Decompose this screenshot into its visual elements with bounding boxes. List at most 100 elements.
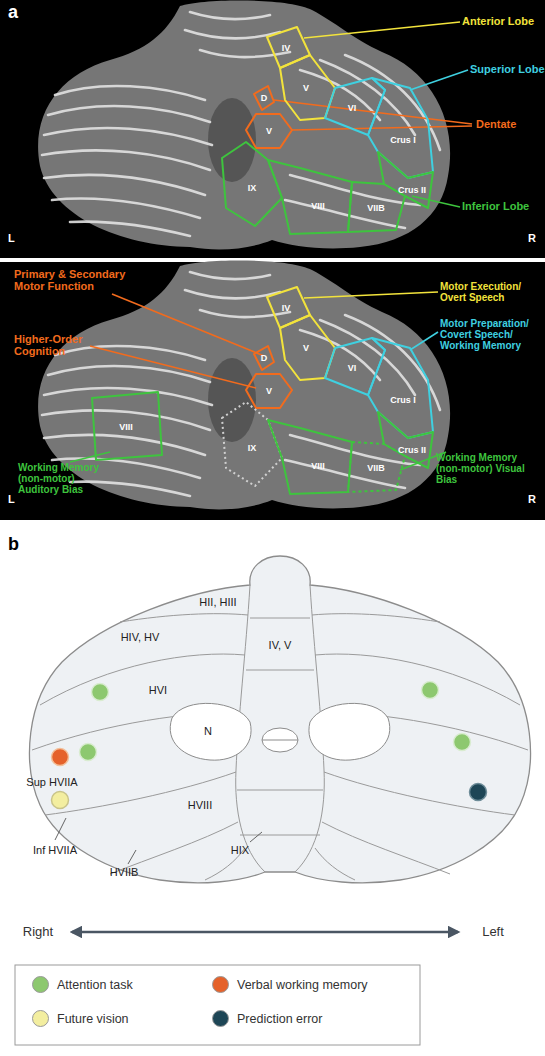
leader-line [55, 818, 66, 840]
callout-label: Working Memory (non-motor) Auditory Bias [18, 462, 110, 496]
lobule-name: V [303, 84, 309, 93]
region-outline [325, 78, 385, 135]
lobule-region: V [244, 112, 294, 150]
lobule-name: Crus I [390, 136, 416, 145]
callout-label: Motor Execution/ Overt Speech [440, 281, 544, 303]
activation-dot [92, 684, 109, 701]
lobule-name: IX [248, 184, 257, 193]
activation-dot [52, 749, 69, 766]
lobule-name: IV [282, 44, 291, 53]
lobule-name: Crus I [390, 396, 416, 405]
lobule-label: HIV, HV [121, 631, 160, 643]
legend-swatch [212, 976, 229, 993]
region-outline-svg [366, 76, 435, 180]
cerebellum-outline [30, 556, 531, 883]
fissure [312, 614, 440, 622]
region-outline-svg [266, 158, 354, 236]
activation-dot [52, 792, 69, 809]
region-outline [268, 160, 352, 234]
lobule-name: VIII [311, 462, 325, 471]
fissure-lines [32, 585, 528, 880]
lobule-name: IV [282, 304, 291, 313]
legend-swatch [32, 1010, 49, 1027]
lobule-label: Inf HVIIA [33, 844, 77, 856]
panel-letter: b [8, 534, 19, 554]
lobule-label: HVIIB [110, 866, 139, 878]
vermis-fissure [246, 670, 314, 671]
direction-arrow [72, 931, 458, 934]
legend-item: Verbal working memory [212, 976, 368, 993]
legend-item: Prediction error [212, 1010, 322, 1027]
leader-lines [70, 22, 472, 470]
lobule-name: D [261, 354, 268, 363]
fissure [315, 848, 355, 880]
direction-label: Right [23, 925, 53, 940]
activation-dot [454, 734, 471, 751]
region-outline-svg [376, 150, 435, 210]
lobule-region: V [244, 372, 294, 410]
callout-label: Higher-Order Cognition [14, 333, 114, 358]
mri-image [38, 0, 450, 249]
activation-dots [52, 682, 487, 809]
fissure [120, 614, 248, 622]
legend-item: Future vision [32, 1010, 129, 1027]
lobule-name: VI [348, 104, 357, 113]
lobule-region: D [252, 344, 276, 372]
region-outline [348, 442, 405, 492]
vermis-fissure [240, 835, 320, 836]
leader-line [90, 346, 256, 388]
activation-dot [422, 682, 439, 699]
legend-swatch [212, 1010, 229, 1027]
lobule-name: IX [248, 444, 257, 453]
callout-label: Anterior Lobe [462, 15, 534, 27]
orientation-mark: L [8, 232, 15, 244]
legend-text: Prediction error [237, 1012, 322, 1026]
lobule-region: VIII [266, 158, 354, 236]
callout-label: Working Memory (non-motor) Visual Bias [436, 452, 528, 486]
orientation-mark: R [528, 232, 536, 244]
lobule-name: VIII [311, 202, 325, 211]
leader-line [128, 850, 136, 864]
region-outline [254, 346, 274, 370]
lobule-label: HVIII [188, 799, 212, 811]
lobule-name: VIII [119, 423, 133, 432]
lobule-region: Crus I [366, 336, 435, 440]
activation-dot [80, 744, 97, 761]
lobule-region: VI [323, 336, 387, 397]
leader-line [112, 294, 264, 356]
lobule-region: VIIB [346, 180, 407, 234]
lobule-name: VIIB [367, 204, 385, 213]
region-outline-svg [376, 410, 435, 470]
ventricle-line [262, 740, 298, 741]
region-outline [267, 27, 310, 68]
leader-line [410, 332, 438, 350]
fissure [324, 772, 515, 815]
orientation-mark: L [8, 493, 15, 505]
region-outline [246, 374, 292, 408]
fissure [40, 654, 245, 705]
lobule-name: Crus II [398, 446, 426, 455]
nucleus-outline [170, 703, 251, 760]
leader-line [410, 70, 468, 90]
lobule-name: V [266, 127, 272, 136]
fissure [322, 822, 450, 874]
lobule-region: VIII [266, 418, 354, 496]
region-outline [92, 392, 162, 460]
vermis-fissure [237, 790, 323, 791]
lobule-name: VIIB [367, 464, 385, 473]
callout-label: Inferior Lobe [462, 200, 529, 212]
region-outline [246, 114, 292, 148]
callout-label: Primary & Secondary Motor Function [14, 268, 139, 293]
region-outline [378, 152, 433, 208]
region-outline [222, 142, 282, 226]
region-outline [222, 402, 282, 486]
fissure [315, 654, 520, 705]
lobule-label: IV, V [269, 639, 292, 651]
callout-label: Dentate [476, 118, 516, 130]
mri-image [38, 260, 450, 509]
lobule-label: HIX [231, 844, 249, 856]
label-leaders [55, 818, 262, 864]
